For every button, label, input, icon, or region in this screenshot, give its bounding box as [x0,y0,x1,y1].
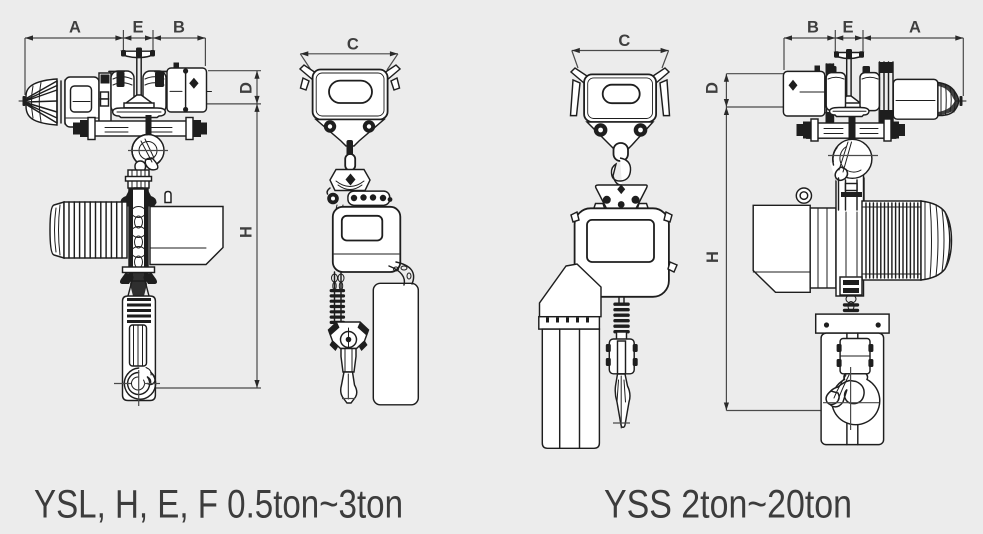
svg-text:A: A [69,19,81,37]
svg-text:E: E [132,19,143,37]
svg-text:B: B [173,19,185,37]
svg-text:C: C [618,32,630,50]
svg-text:B: B [807,19,819,37]
svg-text:C: C [347,36,359,54]
svg-text:H: H [704,251,722,263]
svg-text:E: E [842,19,853,37]
svg-text:H: H [238,226,256,238]
svg-text:YSL, H, E, F 0.5ton~3ton: YSL, H, E, F 0.5ton~3ton [34,483,403,527]
svg-text:D: D [704,82,722,94]
svg-text:A: A [909,19,921,37]
svg-text:D: D [238,82,256,94]
svg-text:YSS 2ton~20ton: YSS 2ton~20ton [604,483,852,527]
